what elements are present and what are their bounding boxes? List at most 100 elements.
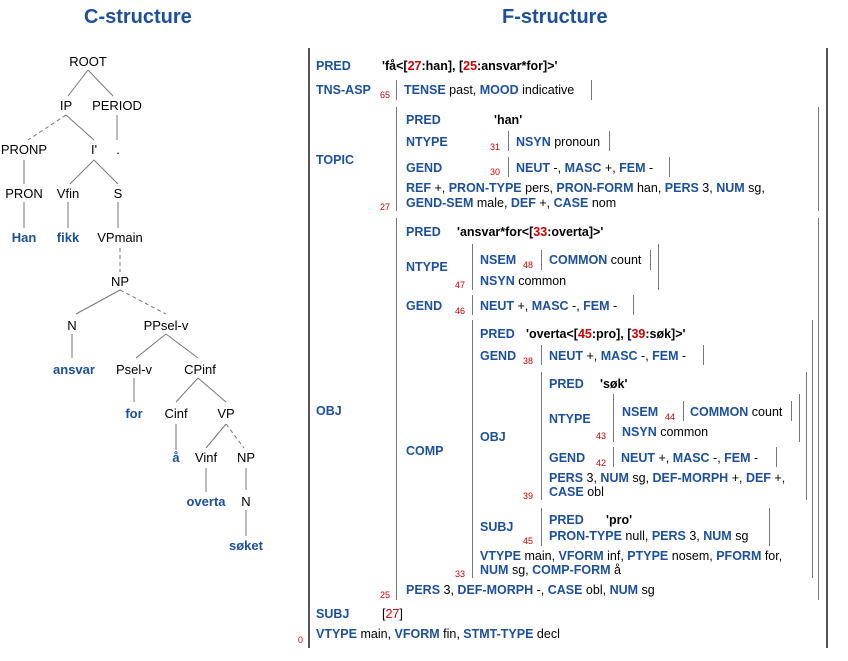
cobj-pred-label: PRED bbox=[549, 377, 584, 391]
topic-pred-label: PRED bbox=[406, 113, 441, 127]
node-cinf: Cinf bbox=[164, 406, 188, 421]
node-vpmain: VPmain bbox=[97, 230, 143, 245]
comp-line1: VTYPE main, VFORM inf, PTYPE nosem, PFOR… bbox=[480, 549, 783, 563]
o-nsem-bl bbox=[541, 250, 542, 270]
cobj-gend-value: NEUT +, MASC -, FEM - bbox=[621, 451, 759, 465]
obj-ntype-label: NTYPE bbox=[406, 260, 448, 274]
topic-line2: GEND-SEM male, DEF +, CASE nom bbox=[406, 196, 617, 210]
comp-gend-index: 38 bbox=[523, 356, 534, 366]
c-structure-tree: ROOT IP PERIOD PRONP I' . PRON Vfin S Ha… bbox=[1, 54, 264, 553]
tns-asp-label: TNS-ASP bbox=[316, 83, 371, 97]
word-aa: å bbox=[172, 450, 180, 465]
word-soket: søket bbox=[229, 538, 264, 553]
obj-nsem-index: 48 bbox=[523, 260, 534, 270]
comp-subj-label: SUBJ bbox=[480, 520, 514, 534]
node-n2: N bbox=[241, 494, 250, 509]
node-period: PERIOD bbox=[92, 98, 142, 113]
obj-index: 25 bbox=[380, 590, 391, 600]
obj-pred-value: 'ansvar*for<[33:overta]>' bbox=[457, 225, 604, 239]
o-ntype-br bbox=[658, 244, 659, 290]
outer-bracket-right bbox=[826, 48, 828, 648]
obj-gend-index: 46 bbox=[455, 306, 466, 316]
topic-pred-value: 'han' bbox=[494, 113, 523, 127]
outer-bracket-left bbox=[308, 48, 310, 648]
node-dot: . bbox=[116, 142, 120, 157]
word-for: for bbox=[125, 406, 142, 421]
cobj-nsyn: NSYN common bbox=[622, 425, 709, 439]
f-structure-heading: F-structure bbox=[502, 6, 608, 28]
topic-gend-index: 30 bbox=[490, 167, 501, 177]
topic-gend-value: NEUT -, MASC +, FEM - bbox=[516, 161, 654, 175]
tns-asp-value: TENSE past, MOOD indicative bbox=[404, 83, 575, 97]
node-vfin: Vfin bbox=[57, 186, 79, 201]
node-np2: NP bbox=[237, 450, 255, 465]
obj-nsem-label: NSEM bbox=[480, 253, 517, 267]
subj-pred-label: PRED bbox=[549, 513, 584, 527]
root-line: VTYPE main, VFORM fin, STMT-TYPE decl bbox=[316, 627, 560, 641]
cobj-bracket-left bbox=[541, 372, 542, 500]
word-han: Han bbox=[12, 230, 37, 245]
cobj-common: COMMON count bbox=[690, 405, 783, 419]
node-s: S bbox=[114, 186, 123, 201]
node-vp: VP bbox=[217, 406, 234, 421]
topic-label: TOPIC bbox=[316, 153, 354, 167]
tns-bracket-left bbox=[396, 80, 397, 100]
subj-bracket-right bbox=[769, 508, 770, 546]
comp-index: 33 bbox=[455, 569, 466, 579]
node-pronp: PRONP bbox=[1, 142, 47, 157]
node-vinf: Vinf bbox=[195, 450, 218, 465]
cobj-nsem-index: 44 bbox=[665, 412, 676, 422]
topic-bracket-left bbox=[396, 107, 397, 211]
node-ip: IP bbox=[60, 98, 72, 113]
t-gend-bl bbox=[508, 157, 509, 177]
topic-ntype-label: NTYPE bbox=[406, 135, 448, 149]
tns-asp-index: 65 bbox=[380, 90, 391, 100]
co-nsem-br bbox=[791, 401, 792, 421]
word-fikk: fikk bbox=[57, 230, 80, 245]
cobj-gend-label: GEND bbox=[549, 451, 586, 465]
cobj-line1: PERS 3, NUM sg, DEF-MORPH +, DEF +, bbox=[549, 471, 786, 485]
comp-gend-label: GEND bbox=[480, 349, 517, 363]
obj-ntype-index: 47 bbox=[455, 280, 466, 290]
o-ntype-bl bbox=[472, 244, 473, 290]
topic-ntype-index: 31 bbox=[490, 142, 501, 152]
pred-row: PRED bbox=[316, 59, 351, 73]
cobj-bracket-right bbox=[806, 372, 807, 500]
topic-index: 27 bbox=[380, 202, 391, 212]
c-gend-bl bbox=[541, 345, 542, 365]
comp-line2: NUM sg, COMP-FORM å bbox=[480, 563, 621, 577]
o-nsem-br bbox=[650, 250, 651, 270]
word-ansvar: ansvar bbox=[53, 362, 95, 377]
node-n: N bbox=[67, 318, 76, 333]
node-root: ROOT bbox=[69, 54, 107, 69]
tns-bracket-right bbox=[591, 80, 592, 100]
node-np: NP bbox=[111, 274, 129, 289]
obj-nsyn: NSYN common bbox=[480, 274, 567, 288]
subj-pred-value: 'pro' bbox=[606, 513, 633, 527]
co-ntype-bl bbox=[613, 394, 614, 442]
o-gend-bl bbox=[472, 295, 473, 315]
cobj-index: 39 bbox=[523, 491, 534, 501]
comp-obj-label: OBJ bbox=[480, 430, 506, 444]
pred-value: 'få<[27:han], [25:ansvar*for]>' bbox=[382, 59, 558, 73]
root-index: 0 bbox=[298, 635, 304, 645]
node-pron: PRON bbox=[5, 186, 43, 201]
obj-line: PERS 3, DEF-MORPH -, CASE obl, NUM sg bbox=[406, 583, 655, 597]
node-ppselv: PPsel-v bbox=[144, 318, 189, 333]
subj-index: 45 bbox=[523, 536, 534, 546]
t-ntype-br bbox=[609, 131, 610, 151]
cobj-line2: CASE obl bbox=[549, 485, 604, 499]
obj-label: OBJ bbox=[316, 404, 342, 418]
obj-common: COMMON count bbox=[549, 253, 642, 267]
cobj-nsem-label: NSEM bbox=[622, 405, 659, 419]
t-gend-br bbox=[669, 157, 670, 177]
node-ibar: I' bbox=[91, 142, 97, 157]
topic-nsyn: NSYN pronoun bbox=[516, 135, 601, 149]
comp-bracket-left bbox=[472, 320, 473, 578]
subj-label: SUBJ bbox=[316, 607, 350, 621]
obj-bracket-right bbox=[818, 218, 819, 600]
topic-bracket-right bbox=[818, 107, 819, 211]
co-gend-br bbox=[776, 447, 777, 467]
comp-gend-value: NEUT +, MASC -, FEM - bbox=[549, 349, 687, 363]
cobj-gend-index: 42 bbox=[596, 458, 607, 468]
